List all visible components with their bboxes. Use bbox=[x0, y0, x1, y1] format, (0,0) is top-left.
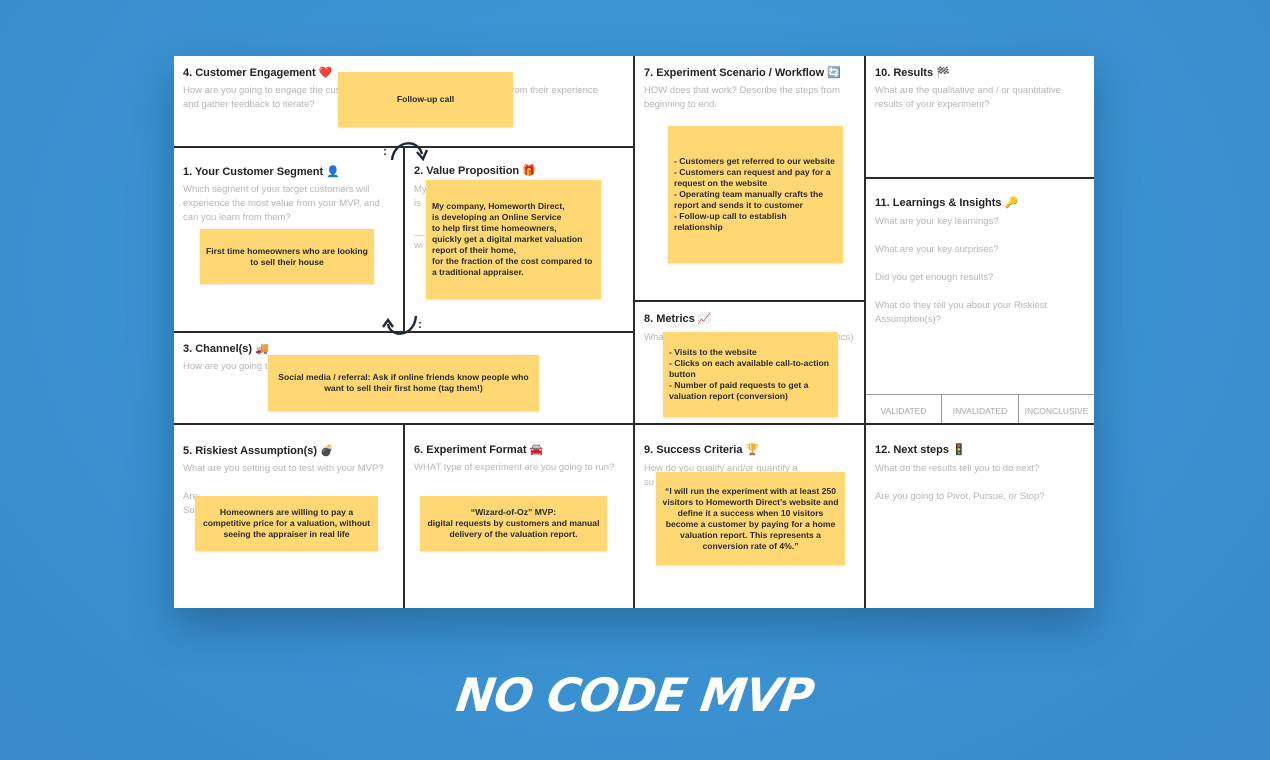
truck-icon: 🚚 bbox=[255, 343, 269, 355]
next-steps-title: 12. Next steps🚦 bbox=[875, 444, 966, 456]
experiment-format-question: WHAT type of experiment are you going to… bbox=[414, 462, 615, 473]
riskiest-assumption-question-fragment: Sol bbox=[183, 505, 197, 516]
customer-segment-title: 1. Your Customer Segment👤 bbox=[183, 166, 340, 178]
flow-arrow-bottom-icon bbox=[382, 315, 418, 335]
traffic-light-icon: 🚦 bbox=[951, 444, 966, 456]
learnings-question: Did you get enough results? bbox=[875, 272, 994, 283]
refresh-icon: 🔄 bbox=[827, 67, 841, 79]
heart-icon: ❤️ bbox=[318, 67, 333, 79]
value-proposition-sticky-note[interactable]: My company, Homeworth Direct, is develop… bbox=[426, 180, 601, 299]
status-separator bbox=[1018, 394, 1019, 423]
value-proposition-title: 2. Value Proposition🎁 bbox=[414, 165, 536, 177]
experiment-scenario-title: 7. Experiment Scenario / Workflow🔄 bbox=[644, 67, 841, 79]
divider-col-2-bottom bbox=[403, 423, 405, 608]
experiment-format-title: 6. Experiment Format🚘 bbox=[414, 444, 544, 456]
results-title: 10. Results🏁 bbox=[875, 67, 950, 79]
riskiest-assumption-title: 5. Riskiest Assumption(s)💣 bbox=[183, 445, 334, 457]
divider-col-2 bbox=[403, 146, 405, 331]
status-separator bbox=[941, 394, 942, 423]
results-question: What are the qualitative and / or quanti… bbox=[875, 85, 1061, 110]
success-criteria-title: 9. Success Criteria🏆 bbox=[644, 444, 760, 456]
gift-icon: 🎁 bbox=[522, 165, 536, 177]
learnings-title: 11. Learnings & Insights🔑 bbox=[875, 197, 1019, 209]
chart-up-icon: 📈 bbox=[697, 313, 712, 325]
value-proposition-question-fragment: __ bbox=[414, 226, 425, 237]
customer-engagement-title: 4. Customer Engagement❤️ bbox=[183, 67, 333, 79]
channels-sticky-note[interactable]: Social media / referral: Ask if online f… bbox=[268, 355, 539, 411]
riskiest-assumption-question: What are you setting out to test with yo… bbox=[183, 463, 384, 474]
status-invalidated-option[interactable]: INVALIDATED bbox=[952, 406, 1008, 416]
flow-arrow-top-icon bbox=[390, 142, 429, 162]
metrics-sticky-note[interactable]: - Visits to the website - Clicks on each… bbox=[663, 332, 838, 417]
next-steps-question: Are you going to Pivot, Pursue, or Stop? bbox=[875, 491, 1045, 502]
bomb-icon: 💣 bbox=[320, 445, 334, 457]
customer-segment-question: Which segment of your target customers w… bbox=[183, 184, 380, 223]
status-validated-option[interactable]: VALIDATED bbox=[880, 406, 927, 416]
riskiest-assumption-sticky-note[interactable]: Homeowners are willing to pay a competit… bbox=[195, 496, 378, 551]
value-proposition-question-fragment: My bbox=[414, 184, 427, 195]
customer-engagement-sticky-note[interactable]: Follow-up call bbox=[338, 72, 513, 127]
car-icon: 🚘 bbox=[529, 444, 544, 456]
checkered-flag-icon: 🏁 bbox=[936, 67, 950, 79]
customer-segment-sticky-note[interactable]: First time homeowners who are looking to… bbox=[200, 229, 374, 284]
riskiest-assumption-question-fragment: Are bbox=[183, 491, 198, 502]
metrics-question-fragment: trics) bbox=[833, 332, 854, 343]
learnings-question: What are your key surprises? bbox=[875, 244, 999, 255]
experiment-scenario-sticky-note[interactable]: - Customers get referred to our website … bbox=[668, 126, 843, 263]
learnings-question: What are your key learnings? bbox=[875, 216, 999, 227]
experiment-format-sticky-note[interactable]: “Wizard-of-Oz” MVP: digital requests by … bbox=[420, 496, 607, 551]
status-inconclusive-option[interactable]: INCONCLUSIVE bbox=[1024, 406, 1089, 416]
status-row-divider bbox=[866, 394, 1094, 395]
trophy-icon: 🏆 bbox=[745, 444, 760, 456]
next-steps-question: What do the results tell you to do next? bbox=[875, 463, 1040, 474]
divider-col4-row bbox=[864, 177, 1094, 179]
person-icon: 👤 bbox=[326, 166, 340, 178]
divider-col3-row bbox=[634, 300, 864, 302]
success-criteria-question-fragment: su bbox=[644, 477, 655, 488]
divider-col-4 bbox=[864, 56, 866, 608]
value-proposition-question-fragment: wi bbox=[414, 240, 423, 251]
metrics-question-fragment: Wha bbox=[644, 332, 664, 343]
drag-dots-icon: : bbox=[383, 144, 387, 158]
mvp-canvas-board: 4. Customer Engagement❤️ How are you goi… bbox=[174, 56, 1094, 608]
learnings-question: What do they tell you about your Riskies… bbox=[875, 300, 1048, 325]
no-code-mvp-logo: NO CODE MVP bbox=[453, 668, 817, 722]
success-criteria-question-fragment: How do you qualify and/or quantify a bbox=[644, 463, 798, 474]
success-criteria-sticky-note[interactable]: “I will run the experiment with at least… bbox=[656, 472, 845, 565]
experiment-scenario-question: HOW does that work? Describe the steps f… bbox=[644, 85, 840, 110]
metrics-title: 8. Metrics📈 bbox=[644, 313, 712, 325]
channels-title: 3. Channel(s)🚚 bbox=[183, 343, 269, 355]
divider-col-3 bbox=[633, 56, 635, 608]
key-icon: 🔑 bbox=[1004, 197, 1019, 209]
value-proposition-question-fragment: is bbox=[414, 198, 421, 209]
drag-dots-icon: : bbox=[418, 317, 422, 331]
